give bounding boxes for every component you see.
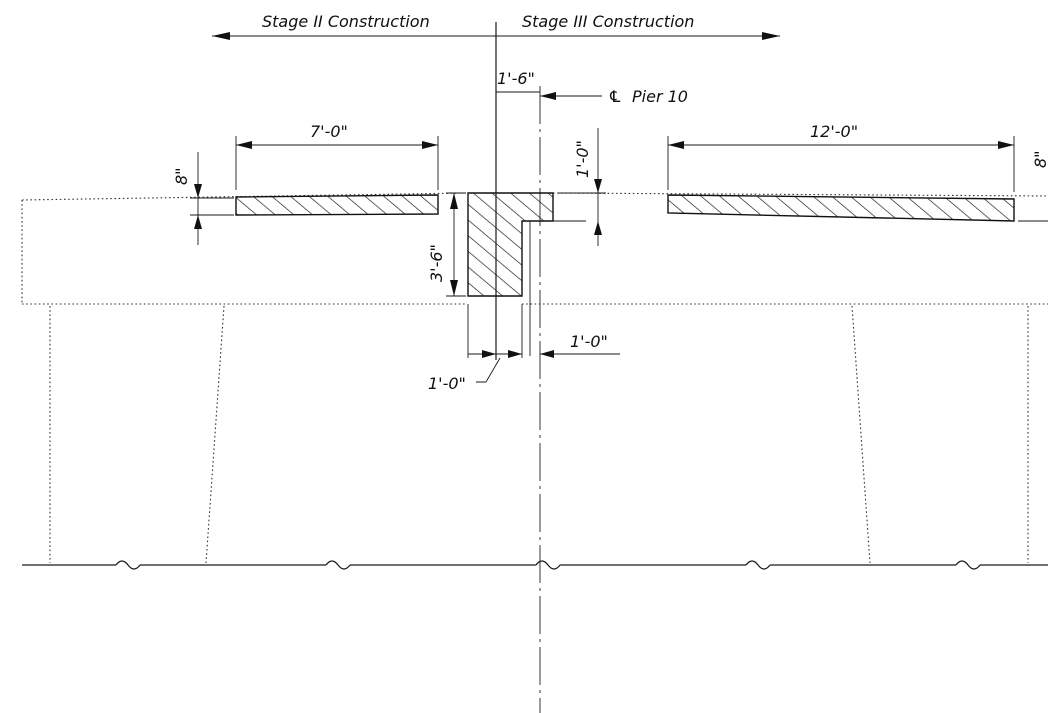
left-slab-dimension — [235, 136, 439, 190]
girders — [49, 305, 1029, 564]
centerline-symbol: ℄ — [608, 87, 622, 106]
right-slab-dimension — [667, 136, 1015, 192]
pier-label: Pier 10 — [632, 87, 688, 106]
bottom-offset-dimensions — [467, 304, 620, 383]
bottom-right-offset-label: 1'-0" — [570, 332, 608, 351]
stage-dimension-line — [212, 22, 780, 360]
ground-line — [22, 560, 1048, 570]
stage-ii-label: Stage II Construction — [262, 12, 430, 31]
right-edge-label: 8" — [1031, 150, 1048, 168]
left-slab-width-label: 7'-0" — [310, 122, 348, 141]
closure-depth-label: 3'-6" — [427, 244, 446, 282]
deck-slab-outline — [21, 192, 1048, 305]
top-offset-label: 1'-6" — [497, 69, 535, 88]
pier-centerline — [539, 86, 602, 713]
closure-depth-dimension — [446, 192, 466, 297]
slab-depth-dimension — [190, 152, 234, 245]
closure-pour — [467, 192, 554, 297]
stage-iii-label: Stage III Construction — [522, 12, 694, 31]
right-slab-overlay — [667, 194, 1015, 222]
right-slab-width-label: 12'-0" — [810, 122, 858, 141]
closure-top-dimension — [558, 128, 606, 246]
slab-depth-label: 8" — [172, 167, 191, 185]
bottom-left-offset-label: 1'-0" — [428, 374, 466, 393]
left-slab-overlay — [235, 194, 439, 216]
closure-top-depth-label: 1'-0" — [573, 140, 592, 178]
